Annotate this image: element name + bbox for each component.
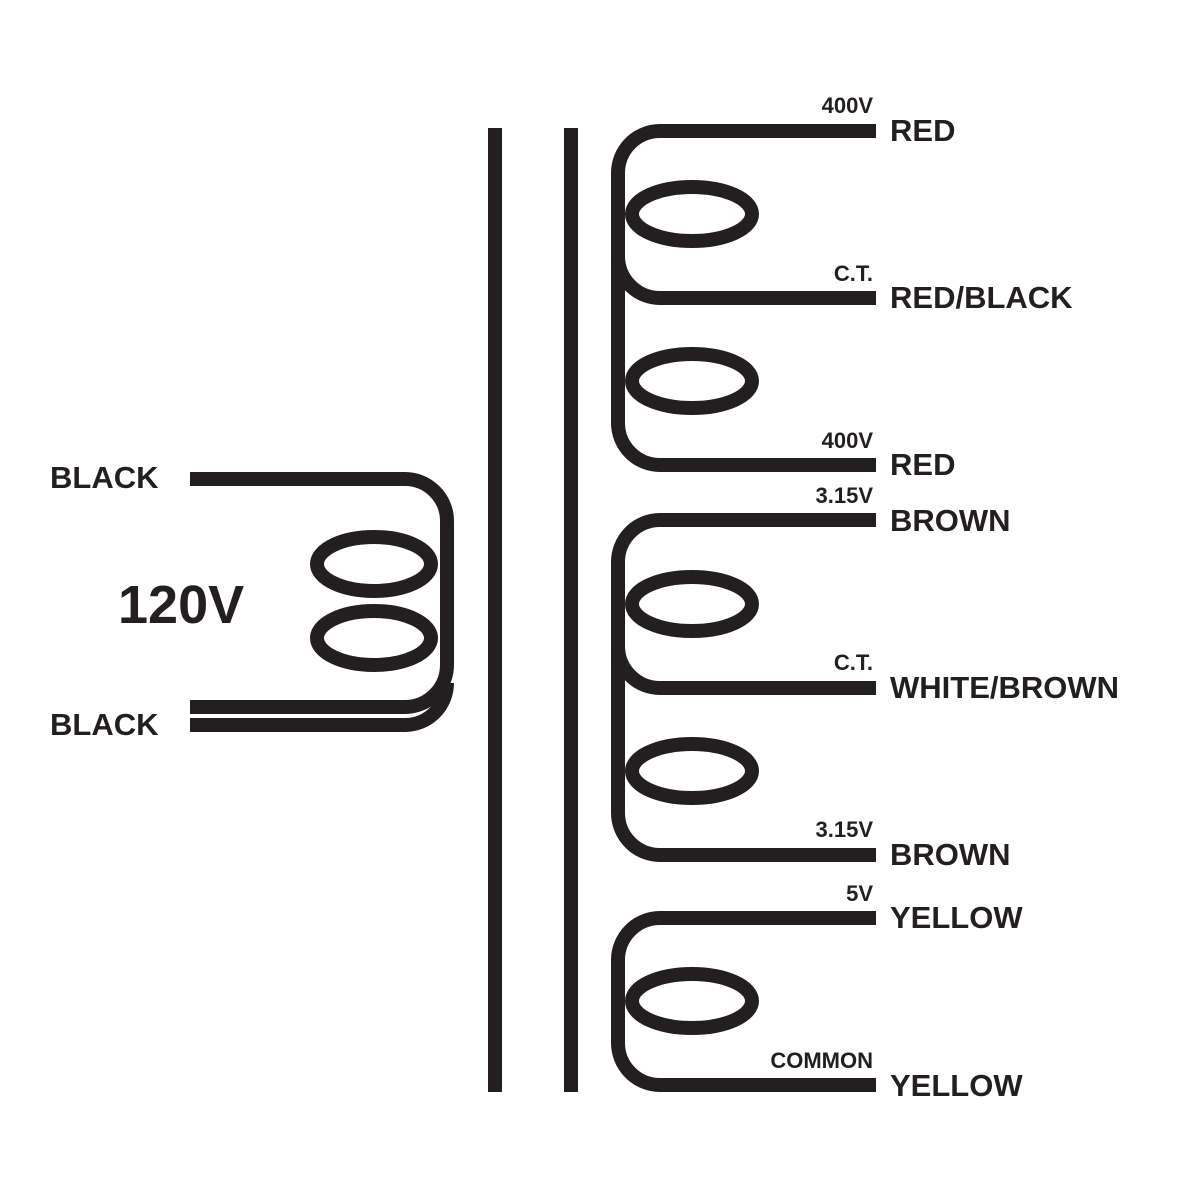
core-bar-left [488, 128, 502, 1092]
hv-coil [611, 124, 876, 472]
hv-top-lead-label: RED [890, 113, 955, 148]
filament-loop-2 [625, 737, 759, 805]
hv-bottom-voltage-label: 400V [822, 428, 874, 453]
primary-lead-bottom-label: BLACK [50, 707, 159, 742]
hv-top-voltage-label: 400V [822, 93, 874, 118]
filament-ct-label: C.T. [834, 650, 873, 675]
rectifier-coil [611, 911, 876, 1092]
hv-loop-1 [625, 180, 759, 248]
rectifier-bottom-voltage-label: COMMON [770, 1048, 873, 1073]
filament-bottom-lead-label: BROWN [890, 837, 1011, 872]
primary-winding [190, 472, 454, 732]
hv-loop-2 [625, 347, 759, 415]
primary-loop-2 [310, 604, 438, 672]
rectifier-loop [625, 967, 759, 1035]
hv-ct-bend [611, 255, 661, 305]
rectifier-top-lead-label: YELLOW [890, 900, 1023, 935]
hv-bottom-lead-label: RED [890, 447, 955, 482]
rectifier-bottom-lead-label: YELLOW [890, 1068, 1023, 1103]
hv-secondary-winding [611, 124, 876, 472]
rectifier-secondary-winding [611, 911, 876, 1092]
primary-voltage-label: 120V [118, 575, 244, 635]
core-bar-right [564, 128, 578, 1092]
filament-loop-1 [625, 570, 759, 638]
primary-lead-top-label: BLACK [50, 460, 159, 495]
primary-lower-bend [404, 682, 454, 732]
filament-bottom-voltage-label: 3.15V [816, 817, 874, 842]
hv-ct-label: C.T. [834, 261, 873, 286]
filament-coil [611, 513, 876, 862]
filament-ct-lead-label: WHITE/BROWN [890, 670, 1119, 705]
primary-loop-1 [310, 530, 438, 598]
filament-secondary-winding [611, 513, 876, 862]
filament-top-lead-label: BROWN [890, 503, 1011, 538]
primary-coil [190, 472, 454, 714]
filament-top-voltage-label: 3.15V [816, 483, 874, 508]
hv-ct-lead-label: RED/BLACK [890, 280, 1073, 315]
transformer-core [488, 128, 578, 1092]
filament-ct-bend [611, 645, 661, 695]
rectifier-top-voltage-label: 5V [846, 881, 873, 906]
